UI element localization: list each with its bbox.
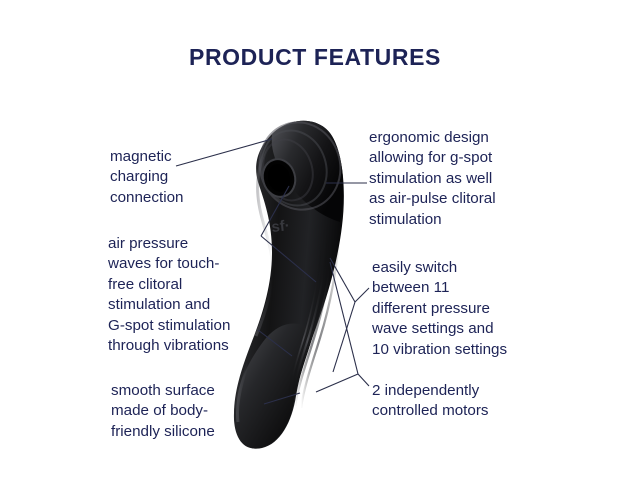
callout-magnetic-charging: magnetic charging connection	[110, 148, 184, 206]
product-bulb	[233, 323, 314, 449]
callout-smooth-surface: smooth surface made of body- friendly si…	[111, 382, 215, 440]
callout-controlled-motors: 2 independently controlled motors	[372, 382, 489, 420]
product-head	[271, 120, 344, 222]
wave-ridge-4	[287, 237, 323, 399]
air-opening-bore	[267, 164, 291, 192]
wave-ridge-3	[290, 231, 329, 403]
bulb-highlight	[236, 363, 250, 423]
page-title: PRODUCT FEATURES	[189, 44, 441, 70]
callout-air-pressure: air pressure waves for touch- free clito…	[108, 235, 231, 355]
product-image: sf·	[233, 120, 344, 449]
callout-pressure-settings: easily switch between 11 different press…	[372, 259, 508, 358]
brand-logo-icon: sf·	[271, 217, 291, 236]
callout-ergonomic-design: ergonomic design allowing for g-spot sti…	[369, 129, 496, 228]
